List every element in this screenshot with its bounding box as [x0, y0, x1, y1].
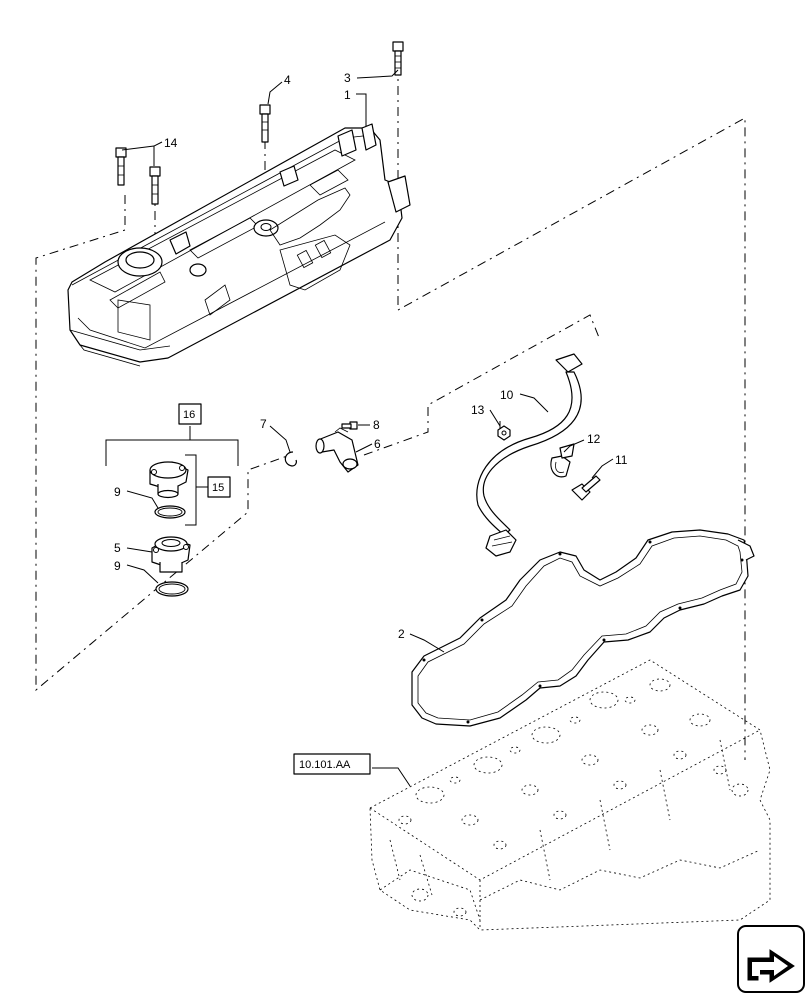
callout-9-lower[interactable]: 9 [114, 559, 121, 573]
breather-cap [149, 461, 189, 499]
nut-13 [497, 425, 511, 441]
elbow-fitting [315, 427, 359, 473]
box-15-label: 15 [212, 482, 224, 494]
callout-5[interactable]: 5 [114, 541, 121, 555]
callout-13[interactable]: 13 [471, 403, 485, 417]
reference-label: 10.101.AA [299, 759, 351, 771]
callout-3[interactable]: 3 [344, 71, 351, 85]
cover-gasket [411, 529, 755, 727]
callout-4[interactable]: 4 [284, 73, 291, 87]
bolt-14-right [149, 166, 161, 205]
bolt-8 [341, 421, 358, 430]
cylinder-head [369, 659, 771, 931]
callout-12[interactable]: 12 [587, 432, 601, 446]
callout-14[interactable]: 14 [164, 136, 178, 150]
group-16-bracket [105, 426, 239, 526]
callout-9-upper[interactable]: 9 [114, 485, 121, 499]
callout-2[interactable]: 2 [398, 627, 405, 641]
callout-6[interactable]: 6 [374, 437, 381, 451]
bolt-3 [392, 41, 404, 76]
bolt-4 [259, 104, 271, 143]
callout-10[interactable]: 10 [500, 388, 514, 402]
clamp-12 [550, 443, 575, 478]
bolt-14-left [115, 147, 127, 186]
leader-lines [121, 69, 614, 787]
valve-cover [67, 123, 411, 367]
breather-adapter [151, 536, 191, 573]
callout-7[interactable]: 7 [260, 417, 267, 431]
callout-1[interactable]: 1 [344, 88, 351, 102]
breather-hose [476, 353, 583, 557]
callout-8[interactable]: 8 [373, 418, 380, 432]
assembly-lines [35, 65, 746, 760]
callout-labels: 3 4 1 14 7 8 6 9 5 9 10 13 12 11 2 [114, 71, 628, 641]
bolt-11 [571, 475, 601, 501]
reference-box-10-101-aa[interactable]: 10.101.AA [293, 753, 371, 775]
box-16-label: 16 [183, 409, 195, 421]
o-ring-lower [155, 581, 189, 597]
retaining-clip [284, 451, 297, 467]
o-ring-upper [154, 505, 186, 519]
box-16[interactable]: 16 [178, 403, 202, 425]
box-15[interactable]: 15 [207, 476, 231, 498]
next-page-arrow-icon[interactable] [737, 925, 805, 993]
callout-11[interactable]: 11 [615, 453, 628, 467]
